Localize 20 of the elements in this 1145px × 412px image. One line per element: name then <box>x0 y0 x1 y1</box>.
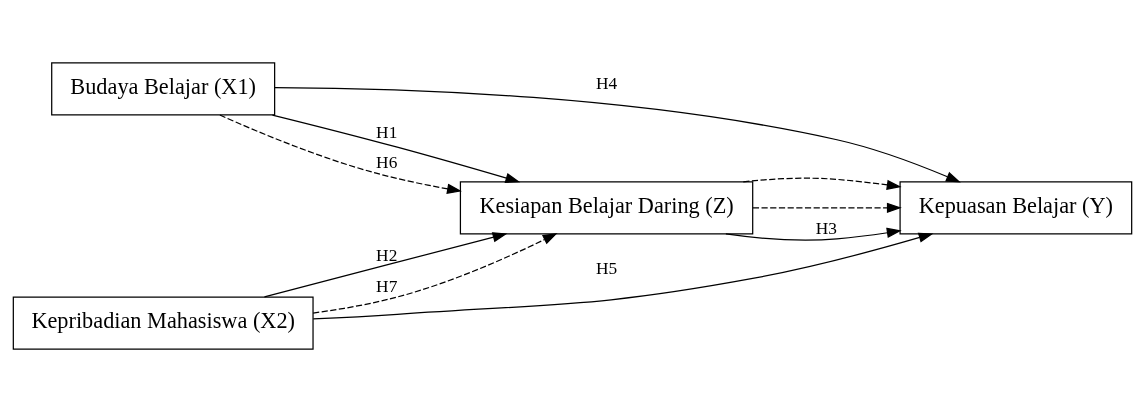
node-box: Kepribadian Mahasiswa (X2) <box>12 296 314 350</box>
edge-label: H2 <box>376 246 398 266</box>
arrow <box>271 114 521 184</box>
arrow <box>219 114 462 194</box>
edge-label: H1 <box>376 122 398 142</box>
edge-label: H5 <box>595 258 618 278</box>
arrow <box>312 232 934 320</box>
edge-label: H7 <box>376 277 398 297</box>
arrow <box>725 227 902 241</box>
node-box: Kesiapan Belajar Daring (Z) <box>459 181 754 235</box>
arrow <box>263 232 508 298</box>
arrow <box>274 86 961 183</box>
edge-label: H6 <box>376 153 398 173</box>
node-box: Budaya Belajar (X1) <box>51 62 276 116</box>
edge-label: H3 <box>815 219 837 239</box>
node-box: Kepuasan Belajar (Y) <box>899 181 1133 235</box>
arrow <box>752 202 902 214</box>
arrow <box>742 177 902 191</box>
arrow <box>312 233 558 314</box>
edge-label: H4 <box>595 74 618 94</box>
